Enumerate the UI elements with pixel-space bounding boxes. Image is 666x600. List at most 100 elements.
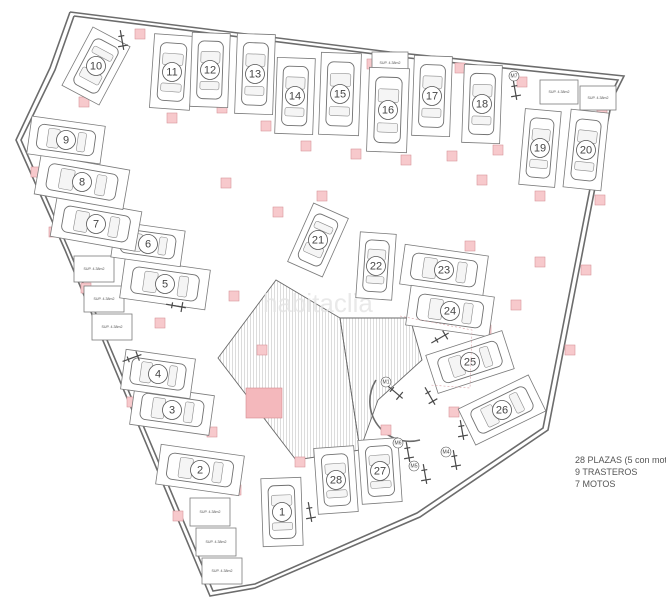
space-number-3: 3 [162, 400, 182, 420]
space-number-20: 20 [576, 140, 596, 160]
storage-room: SUP. 4.38m2 [201, 557, 243, 585]
pillar [464, 240, 476, 252]
pillar [446, 150, 458, 162]
svg-text:M6: M6 [395, 440, 402, 446]
pillar [534, 190, 546, 202]
car-rear-window [508, 392, 525, 414]
space-number-6: 6 [138, 234, 158, 254]
car-rear-window [421, 107, 442, 118]
space-number-label: 10 [90, 61, 102, 73]
space-number-28: 28 [326, 470, 346, 490]
space-number-15: 15 [330, 84, 350, 104]
legend-storage: 9 TRASTEROS [575, 467, 638, 477]
motorcycle-icon [431, 330, 449, 344]
moto-tag: M1 [380, 376, 392, 388]
space-number-27: 27 [370, 461, 390, 481]
pillar [260, 120, 272, 132]
pillar [594, 194, 606, 206]
pillar [316, 190, 328, 202]
space-number-label: 3 [169, 405, 175, 417]
pillar [256, 344, 268, 356]
space-number-9: 9 [56, 130, 76, 150]
space-number-24: 24 [440, 301, 460, 321]
pillar [564, 344, 576, 356]
space-number-label: 25 [464, 357, 476, 369]
storage-area-label: SUP. 4.38m2 [102, 325, 123, 329]
storage-room: SUP. 4.38m2 [83, 285, 125, 313]
motorcycle-icon [386, 385, 404, 401]
space-number-label: 23 [438, 265, 450, 277]
guide-line [399, 315, 473, 389]
space-number-16: 16 [378, 100, 398, 120]
space-number-23: 23 [434, 260, 454, 280]
storage-room: SUP. 4.38m2 [579, 85, 617, 111]
outer-walls [15, 11, 626, 597]
car-rear-window [455, 261, 468, 284]
car-rear-window [107, 216, 121, 238]
motorcycle-icon [404, 442, 415, 462]
space-number-label: 22 [370, 261, 382, 273]
space-number-label: 2 [197, 465, 203, 477]
storage-area-label: SUP. 4.38m2 [588, 96, 609, 100]
storage-area-label: SUP. 4.38m2 [206, 540, 227, 544]
car-rear-window [211, 461, 224, 484]
space-number-label: 6 [145, 239, 151, 251]
pillar [580, 264, 592, 276]
space-number-4: 4 [148, 364, 168, 384]
storage-area-label: SUP. 4.38m2 [549, 90, 570, 94]
car-rear-window [365, 275, 385, 285]
legend-motos: 7 MOTOS [575, 479, 616, 489]
svg-text:M1: M1 [383, 379, 390, 385]
car-rear-window [376, 122, 398, 133]
pillar [350, 148, 362, 160]
car-rear-window [271, 522, 294, 531]
car-rear-window [157, 236, 168, 256]
space-number-10: 10 [86, 56, 106, 76]
pillar [294, 456, 306, 468]
car-rear-window [167, 365, 178, 387]
car-rear-window [529, 158, 548, 169]
pillar [220, 177, 232, 189]
motorcycle-icon [166, 302, 186, 313]
space-number-label: 21 [312, 235, 324, 247]
moto-tag: M6 [392, 437, 404, 449]
space-number-label: 4 [155, 369, 161, 381]
space-number-label: 7 [93, 219, 99, 231]
car-rear-window [182, 401, 195, 424]
motorcycle-icon [122, 351, 142, 363]
storage-area-label: SUP. 4.38m2 [212, 569, 233, 573]
pillar [300, 140, 312, 152]
space-number-26: 26 [492, 400, 512, 420]
pillar [454, 62, 466, 74]
pillar [154, 317, 166, 329]
storage-area-label: SUP. 4.38m2 [200, 510, 221, 514]
space-number-22: 22 [366, 256, 386, 276]
pillar [380, 424, 392, 436]
storage-room: SUP. 4.38m2 [195, 527, 237, 557]
car-rear-window [478, 345, 494, 368]
space-number-label: 18 [476, 99, 488, 111]
svg-text:M5: M5 [411, 463, 418, 469]
space-number-19: 19 [530, 138, 550, 158]
space-number-label: 26 [496, 405, 508, 417]
pillar [492, 144, 504, 156]
car-rear-window [76, 132, 87, 153]
space-number-label: 17 [426, 91, 438, 103]
car-rear-window [199, 80, 220, 91]
car-rear-window [176, 275, 190, 298]
motorcycle-icon [421, 464, 432, 484]
pillar [272, 206, 284, 218]
car-rear-window [94, 174, 108, 197]
car-rear-window [91, 45, 114, 62]
moto-tag: M4 [440, 446, 452, 458]
car-rear-window [326, 489, 348, 499]
legend-spaces: 28 PLAZAS (5 con moto) [575, 455, 666, 465]
pillar [448, 406, 460, 418]
space-number-14: 14 [285, 86, 305, 106]
storage-room: SUP. 4.38m2 [73, 255, 115, 283]
pillar [166, 112, 178, 124]
car-rear-window [313, 220, 334, 235]
